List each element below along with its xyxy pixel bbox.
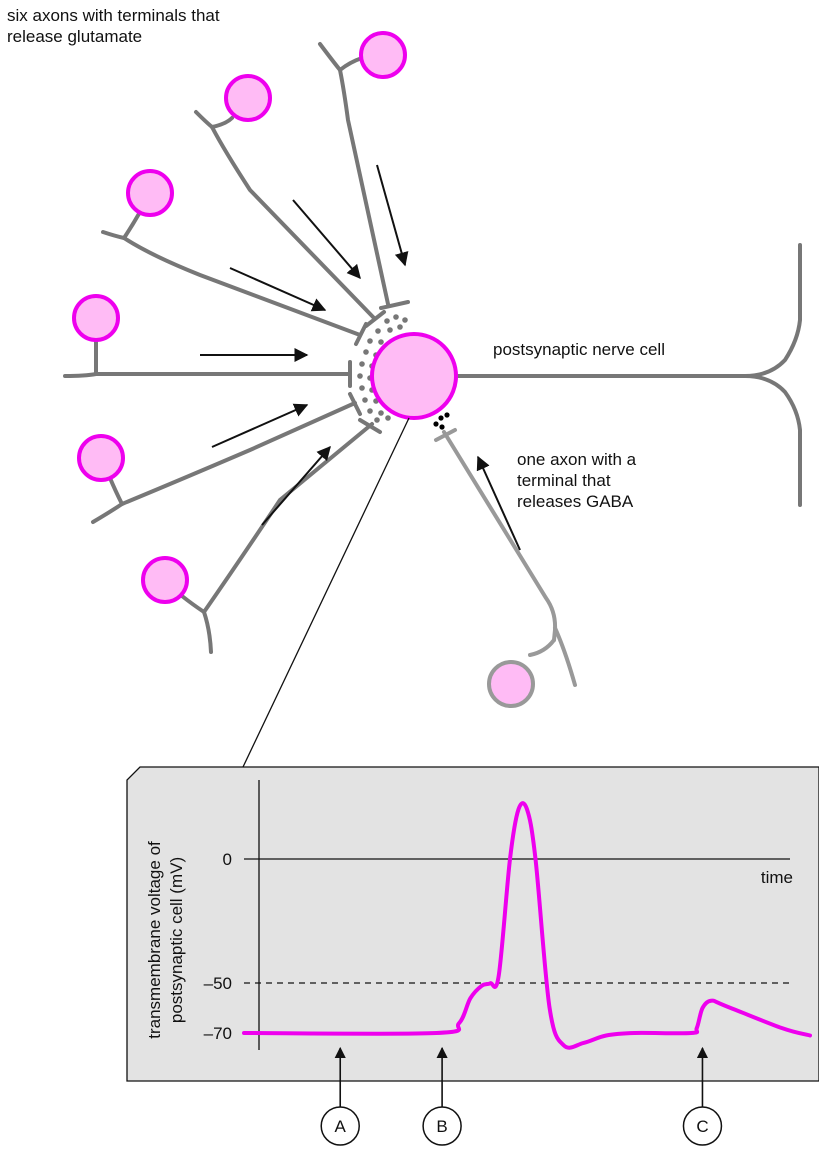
glutamate-vesicle (387, 327, 393, 333)
glutamate-vesicle (393, 314, 399, 320)
postsynaptic-cell-label: postsynaptic nerve cell (493, 340, 665, 359)
arrow-icon (211, 403, 309, 448)
gaba-vesicles (433, 412, 450, 430)
gaba-vesicle (444, 412, 450, 418)
glutamate-vesicle (363, 349, 369, 355)
presynaptic-cell-body (359, 31, 407, 79)
gaba-vesicle (439, 424, 445, 430)
postsynaptic-soma (370, 332, 458, 420)
glutamate-vesicle (357, 373, 363, 379)
glutamate-vesicle (362, 397, 368, 403)
gaba-axon-label-line1: one axon with a (517, 450, 637, 469)
gaba-vesicle (433, 421, 439, 427)
x-axis-label: time (761, 868, 793, 887)
glutamate-vesicle (397, 324, 403, 330)
glutamate-vesicles (357, 314, 408, 423)
glutamate-axon (141, 418, 382, 654)
glutamate-vesicle (367, 408, 373, 414)
gaba-vesicle (438, 415, 444, 421)
arrow-icon (476, 455, 521, 551)
y-tick-label: –70 (204, 1024, 232, 1043)
presynaptic-cell-body (72, 294, 120, 342)
gaba-axon (433, 412, 577, 708)
glutamate-vesicle (402, 317, 408, 323)
synaptic-terminal (364, 310, 386, 328)
glutamate-vesicle (385, 415, 391, 421)
glutamate-axons (63, 31, 410, 654)
glutamate-axons-label-line2: release glutamate (7, 27, 142, 46)
y-tick-label: –50 (204, 974, 232, 993)
synaptic-terminal (358, 418, 382, 434)
synaptic-terminal (354, 322, 368, 346)
presynaptic-cell-body (141, 556, 189, 604)
gaba-presynaptic-cell-body (487, 660, 535, 708)
zoom-connector-line (242, 417, 410, 768)
y-axis-label: transmembrane voltage of postsynaptic ce… (145, 841, 186, 1039)
glutamate-vesicle (359, 361, 365, 367)
marker-label: A (335, 1117, 347, 1136)
presynaptic-cell-body (224, 74, 272, 122)
arrow-icon (292, 199, 361, 280)
glutamate-vesicle (374, 417, 380, 423)
marker-c: C (682, 1046, 723, 1146)
glutamate-vesicle (375, 328, 381, 334)
glutamate-vesicle (367, 338, 373, 344)
glutamate-axons-label-line1: six axons with terminals that (7, 6, 220, 25)
gaba-axon-label-line2: terminal that (517, 471, 611, 490)
gaba-axon-label-line3: releases GABA (517, 492, 634, 511)
glutamate-axon (77, 392, 362, 524)
glutamate-axon (101, 169, 368, 346)
marker-b: B (422, 1046, 462, 1146)
voltage-trace (242, 801, 812, 1050)
gaba-synaptic-terminal (434, 428, 457, 442)
marker-label: C (696, 1117, 708, 1136)
glutamate-vesicle (384, 318, 390, 324)
signal-direction-arrows (200, 164, 521, 551)
arrow-icon (376, 164, 409, 267)
y-axis-label-line1: transmembrane voltage of (145, 841, 164, 1039)
event-markers: A B C (320, 1046, 723, 1146)
presynaptic-cell-body (77, 434, 125, 482)
glutamate-vesicle (378, 410, 384, 416)
arrow-icon (229, 267, 327, 312)
marker-circle (682, 1106, 723, 1146)
marker-circle (320, 1106, 360, 1146)
presynaptic-cell-body (126, 169, 174, 217)
postsynaptic-cell (370, 243, 802, 507)
marker-a: A (320, 1046, 360, 1146)
graph-panel (126, 766, 819, 1082)
arrow-icon (261, 445, 331, 526)
voltage-graph: 0 –50 –70 time transmembrane voltage of … (126, 766, 819, 1082)
synaptic-terminal (379, 300, 410, 310)
marker-circle (422, 1106, 462, 1146)
glutamate-vesicle (359, 385, 365, 391)
y-axis-label-line2: postsynaptic cell (mV) (167, 857, 186, 1023)
glutamate-axon (63, 294, 352, 388)
y-tick-label: 0 (223, 850, 232, 869)
glutamate-vesicle (378, 339, 384, 345)
synaptic-terminal (348, 392, 362, 416)
glutamate-axon (318, 31, 410, 310)
marker-label: B (436, 1117, 447, 1136)
glutamate-axon (194, 74, 386, 328)
